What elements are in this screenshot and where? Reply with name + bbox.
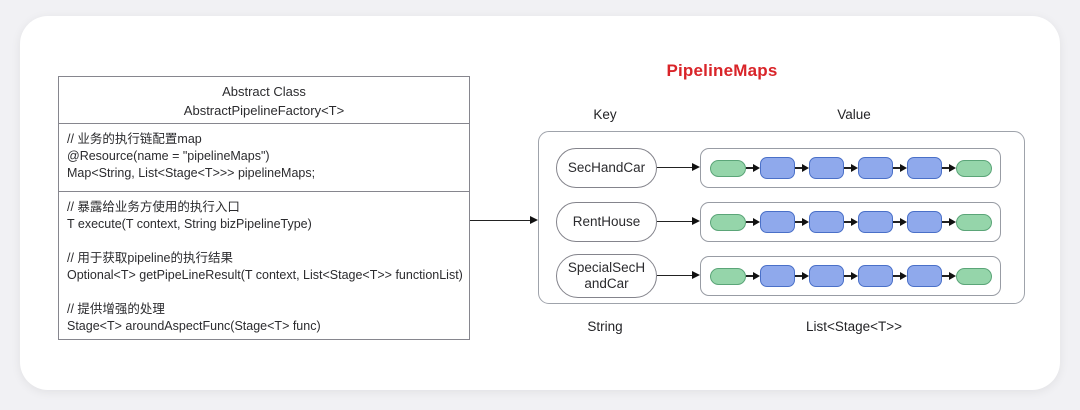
blue-stage-node — [907, 265, 942, 287]
flow-arrow-icon — [795, 216, 809, 228]
class-to-map-arrow-icon — [470, 216, 538, 225]
pipeline-maps-title: PipelineMaps — [666, 61, 778, 80]
value-type-footer: List<Stage<T>> — [805, 319, 903, 334]
abstract-class-box: Abstract Class AbstractPipelineFactory<T… — [58, 76, 470, 340]
blue-stage-node — [760, 157, 795, 179]
blank-line — [67, 284, 461, 301]
value-column-header: Value — [837, 107, 871, 122]
key-to-value-arrow-icon — [657, 217, 700, 226]
blue-stage-node — [760, 265, 795, 287]
flow-arrow-icon — [795, 162, 809, 174]
value-pipeline-row — [700, 202, 1001, 242]
class-stereotype: Abstract Class — [222, 84, 306, 99]
green-stage-node — [956, 159, 992, 177]
flow-arrow-icon — [795, 270, 809, 282]
flow-arrow-icon — [746, 270, 760, 282]
blank-line — [67, 233, 461, 250]
class-name: AbstractPipelineFactory<T> — [183, 103, 345, 118]
flow-arrow-icon — [844, 216, 858, 228]
flow-arrow-icon — [746, 162, 760, 174]
method-comment: // 用于获取pipeline的执行结果 — [67, 251, 234, 265]
green-stage-node — [710, 267, 746, 285]
value-pipeline-row — [700, 256, 1001, 296]
key-to-value-arrow-icon — [657, 163, 700, 172]
field-annotation: @Resource(name = "pipelineMaps") — [67, 149, 270, 163]
key-pill-sechandcar: SecHandCar — [556, 148, 657, 188]
method-signature: Optional<T> getPipeLineResult(T context,… — [67, 268, 463, 282]
flow-arrow-icon — [893, 162, 907, 174]
blue-stage-node — [760, 211, 795, 233]
blue-stage-node — [907, 157, 942, 179]
green-stage-node — [956, 267, 992, 285]
green-stage-node — [710, 213, 746, 231]
field-comment: // 业务的执行链配置map — [67, 132, 202, 146]
class-fields-section: // 业务的执行链配置map @Resource(name = "pipelin… — [59, 123, 469, 191]
method-signature: Stage<T> aroundAspectFunc(Stage<T> func) — [67, 319, 321, 333]
flow-arrow-icon — [893, 270, 907, 282]
flow-arrow-icon — [746, 216, 760, 228]
key-column-header: Key — [593, 107, 617, 122]
key-pill-renthouse: RentHouse — [556, 202, 657, 242]
flow-arrow-icon — [942, 216, 956, 228]
key-to-value-arrow-icon — [657, 271, 700, 280]
key-type-footer: String — [587, 319, 623, 334]
flow-arrow-icon — [942, 162, 956, 174]
blue-stage-node — [907, 211, 942, 233]
blue-stage-node — [809, 157, 844, 179]
method-comment: // 暴露给业务方使用的执行入口 — [67, 200, 240, 214]
class-box-header: Abstract Class AbstractPipelineFactory<T… — [59, 77, 469, 123]
class-methods-section: // 暴露给业务方使用的执行入口 T execute(T context, St… — [59, 191, 469, 341]
flow-arrow-icon — [893, 216, 907, 228]
blue-stage-node — [809, 265, 844, 287]
method-comment: // 提供增强的处理 — [67, 302, 165, 316]
method-signature: T execute(T context, String bizPipelineT… — [67, 217, 312, 231]
green-stage-node — [710, 159, 746, 177]
flow-arrow-icon — [942, 270, 956, 282]
value-pipeline-row — [700, 148, 1001, 188]
blue-stage-node — [809, 211, 844, 233]
blue-stage-node — [858, 265, 893, 287]
flow-arrow-icon — [844, 162, 858, 174]
blue-stage-node — [858, 157, 893, 179]
flow-arrow-icon — [844, 270, 858, 282]
blue-stage-node — [858, 211, 893, 233]
field-declaration: Map<String, List<Stage<T>>> pipelineMaps… — [67, 166, 316, 180]
green-stage-node — [956, 213, 992, 231]
key-pill-specialsechandcar: SpecialSecH andCar — [556, 254, 657, 298]
